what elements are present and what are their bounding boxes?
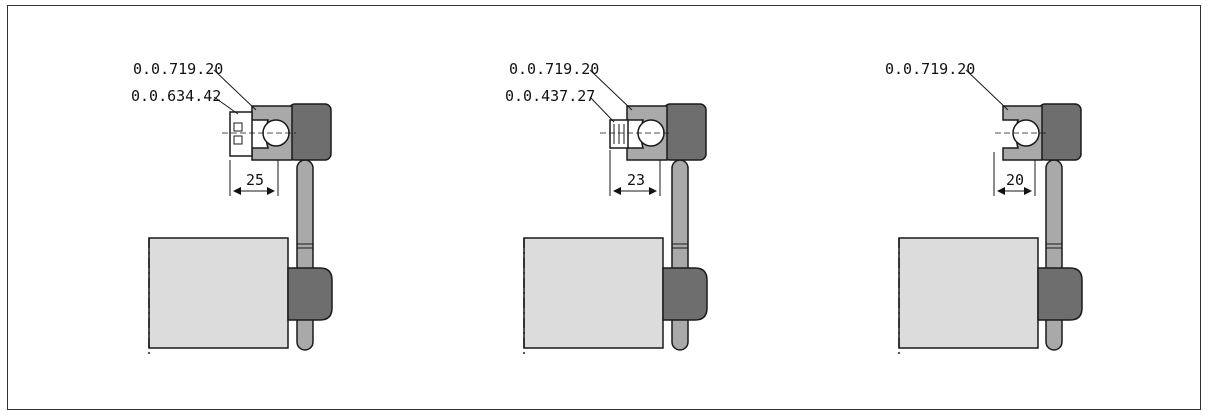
rod <box>1045 159 1063 351</box>
upper-clamp <box>663 103 707 161</box>
leader-line <box>589 69 633 111</box>
rod <box>671 159 689 351</box>
rod <box>296 159 314 351</box>
panel-3: 0.0.719.20 20 <box>885 60 1083 358</box>
upper-clamp <box>1038 103 1082 161</box>
lower-clamp <box>1037 267 1083 321</box>
base-block <box>523 237 664 349</box>
dimension-value: 20 <box>1006 171 1024 189</box>
upper-clamp <box>288 103 332 161</box>
leader-line <box>213 69 257 111</box>
base-block <box>148 237 289 349</box>
part-label: 0.0.719.20 <box>133 60 223 78</box>
insert-slot <box>233 122 243 132</box>
part-label: 0.0.719.20 <box>509 60 599 78</box>
lower-clamp <box>662 267 708 321</box>
dimension-value: 25 <box>246 171 264 189</box>
lower-clamp <box>287 267 333 321</box>
part-label: 0.0.634.42 <box>131 87 221 105</box>
base-block <box>898 237 1039 349</box>
insert-piece <box>229 111 253 157</box>
leader-line <box>213 96 239 115</box>
dimension-value: 23 <box>627 171 645 189</box>
panel-1: 0.0.719.20 0.0.634.42 25 <box>131 60 333 358</box>
panel-2: 0.0.719.20 0.0.437.27 23 <box>505 60 708 358</box>
leader-line <box>965 69 1009 111</box>
part-label: 0.0.719.20 <box>885 60 975 78</box>
insert-slot <box>233 135 243 145</box>
leader-line <box>589 96 615 123</box>
part-label: 0.0.437.27 <box>505 87 595 105</box>
